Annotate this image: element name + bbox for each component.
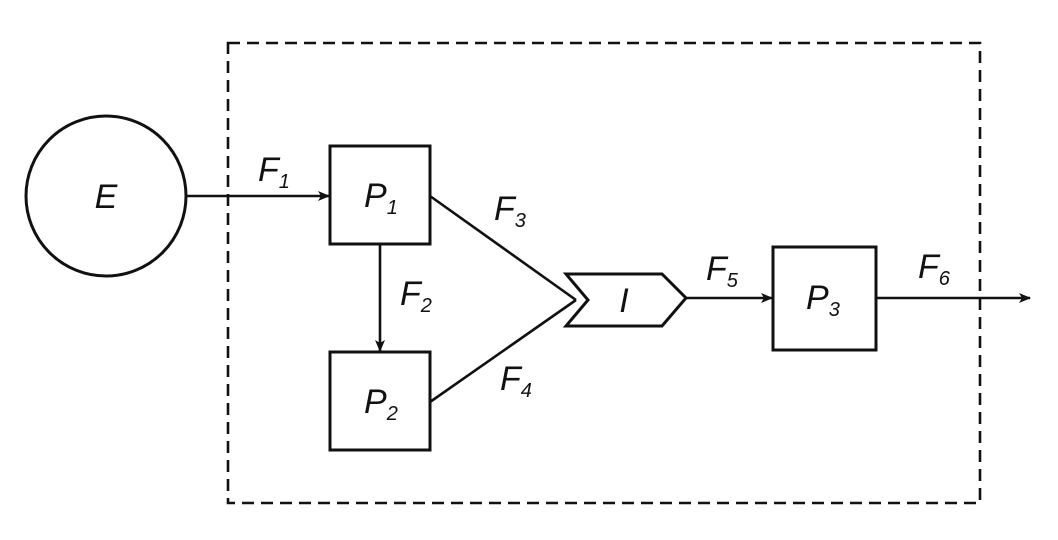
flow-f2-label: F2 <box>400 275 432 317</box>
merge-node-shape <box>562 272 689 328</box>
flow-f4-label: F4 <box>500 360 532 402</box>
flow-f1-label: F1 <box>258 151 290 193</box>
process-p3-label: P3 <box>806 279 840 321</box>
flow-f5-label: F5 <box>706 250 739 292</box>
flow-f3-line <box>429 194 577 302</box>
process-p1-label: P1 <box>364 177 398 219</box>
environment-label: E <box>95 178 118 216</box>
flow-f4-line <box>429 298 577 404</box>
system-boundary <box>226 41 982 505</box>
flow-f6-label: F6 <box>918 248 951 290</box>
merge-node-label: I <box>619 282 629 320</box>
flow-f3-label: F3 <box>494 190 526 232</box>
process-p2-label: P2 <box>364 383 398 425</box>
